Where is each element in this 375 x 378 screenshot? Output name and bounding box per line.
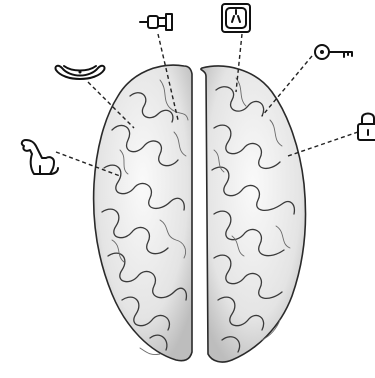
power-socket-icon	[222, 4, 250, 32]
dog-icon	[22, 140, 58, 174]
leader-key	[262, 56, 312, 116]
right-hemisphere	[201, 66, 306, 362]
left-hemisphere	[94, 65, 192, 361]
padlock-icon	[358, 114, 375, 141]
key-icon	[315, 45, 352, 59]
sausage-icon	[55, 66, 104, 79]
plug-icon	[140, 14, 172, 30]
